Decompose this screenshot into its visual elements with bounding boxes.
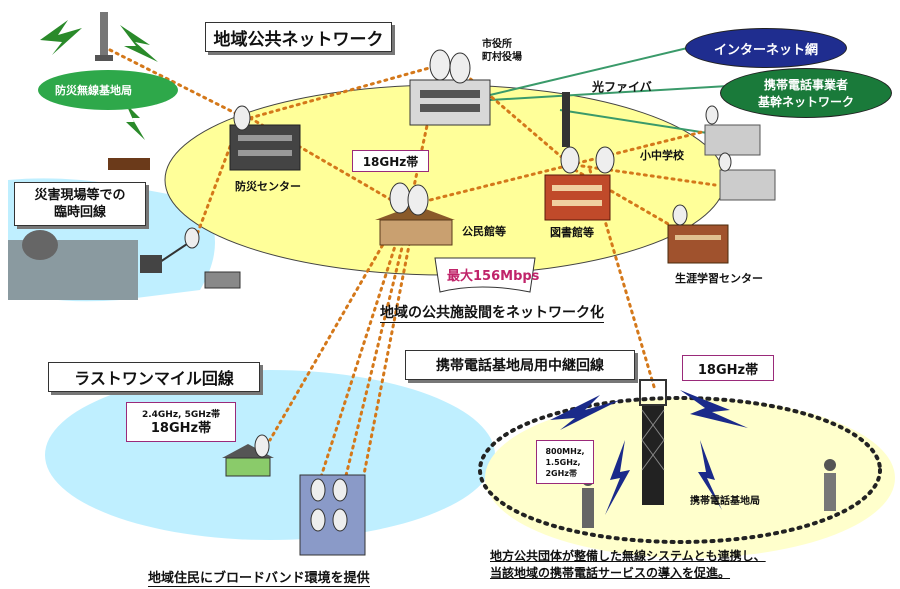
schools-label: 小中学校 xyxy=(640,149,684,162)
community-hall-icon xyxy=(375,182,455,246)
disaster-site-icons xyxy=(8,227,241,300)
last-mile-area xyxy=(45,370,495,540)
fiber-pole-icon xyxy=(562,92,570,147)
disaster-radio-label: 防災無線基地局 xyxy=(55,84,132,97)
internet-cloud: インターネット網 xyxy=(685,28,847,68)
city-hall-icon xyxy=(409,49,491,126)
relay-lightning-icons xyxy=(550,390,748,515)
disaster-radio-hill xyxy=(38,70,178,110)
fiber-label: 光ファイバ xyxy=(592,80,652,94)
disaster-radio-device-icon xyxy=(108,158,150,170)
carrier-network-cloud: 携帯電話事業者 基幹ネットワーク xyxy=(720,68,892,118)
disaster-center-label: 防災センター xyxy=(235,180,301,193)
library-label: 図書館等 xyxy=(550,226,594,239)
cell-note-caption: 地方公共団体が整備した無線システムとも連携し、 当該地域の携帯電話サービスの導入… xyxy=(490,549,766,580)
relay-freq-tag: 18GHz帯 xyxy=(682,355,774,381)
city-hall-label: 市役所 町村役場 xyxy=(482,39,522,63)
lifelong-center-label: 生涯学習センター xyxy=(675,272,763,285)
fiber-lines xyxy=(489,44,746,136)
lightning-icons xyxy=(40,20,158,140)
house-icon xyxy=(222,434,274,477)
lastmile-freq-tag: 2.4GHz, 5GHz帯 18GHz帯 xyxy=(126,402,236,442)
disaster-center-icon xyxy=(229,105,301,171)
speed-banner-text: 最大156Mbps xyxy=(447,269,540,284)
regional-network-title: 地域公共ネットワーク xyxy=(205,22,392,52)
disaster-radio-tower-icon xyxy=(95,12,113,61)
ring-freq-tag: 18GHz帯 xyxy=(352,150,429,172)
disaster-temp-line-title: 災害現場等での 臨時回線 xyxy=(14,182,146,226)
library-icon xyxy=(544,146,615,221)
broadband-caption: 地域住民にブロードバンド環境を提供 xyxy=(148,567,370,587)
last-one-mile-title: ラストワンマイル回線 xyxy=(48,362,260,392)
cell-relay-title: 携帯電話基地局用中継回線 xyxy=(405,350,635,380)
network-goal-caption: 地域の公共施設間をネットワーク化 xyxy=(380,302,604,323)
apartment-icon xyxy=(299,474,366,556)
cell-bands-tag: 800MHz, 1.5GHz, 2GHz帯 xyxy=(536,440,594,484)
speed-banner-shape xyxy=(434,257,536,293)
cell-tower-icon xyxy=(639,379,667,505)
community-hall-label: 公民館等 xyxy=(462,225,506,238)
cell-base-station-label: 携帯電話基地局 xyxy=(690,496,760,507)
school-icons xyxy=(704,105,776,201)
cell-coverage-ring xyxy=(478,396,882,544)
lifelong-center-icon xyxy=(667,204,729,264)
